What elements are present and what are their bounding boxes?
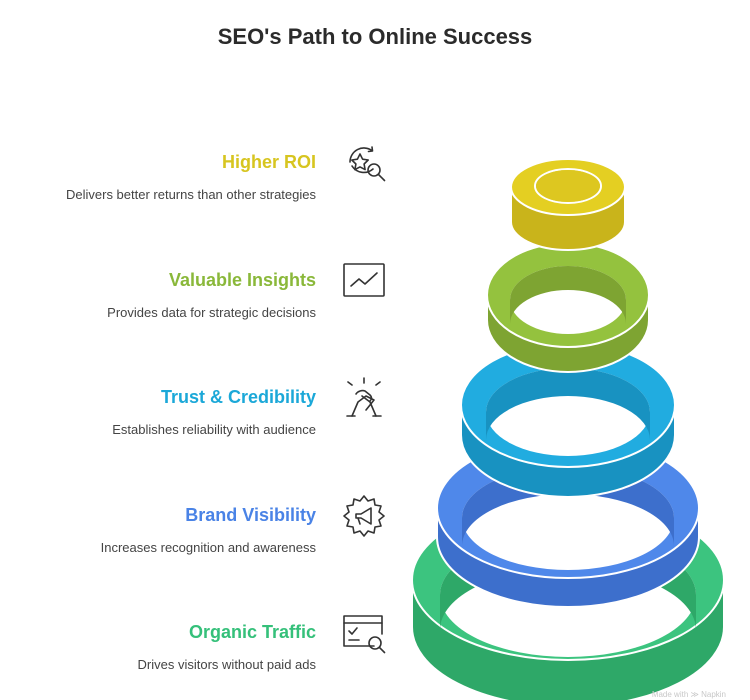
handshake-icon (340, 374, 388, 422)
megaphone-icon (340, 492, 388, 540)
item-description: Drives visitors without paid ads (137, 657, 316, 672)
browser-search-icon (340, 610, 388, 658)
diagram-title: SEO's Path to Online Success (217, 24, 533, 49)
ring-trust-credibility (460, 342, 676, 498)
item-trust-credibility: Trust & Credibility Establishes reliabil… (6, 387, 316, 437)
item-description: Increases recognition and awareness (100, 540, 316, 555)
item-valuable-insights: Valuable Insights Provides data for stra… (6, 270, 316, 320)
item-label: Trust & Credibility (160, 387, 316, 407)
ring-higher-roi (510, 158, 626, 251)
item-label: Higher ROI (221, 152, 316, 172)
ring-valuable-insights (486, 242, 650, 373)
item-higher-roi: Higher ROI Delivers better returns than … (6, 152, 316, 202)
item-organic-traffic: Organic Traffic Drives visitors without … (6, 622, 316, 672)
item-brand-visibility: Brand Visibility Increases recognition a… (6, 505, 316, 555)
item-description: Establishes reliability with audience (112, 422, 316, 437)
star-magnifier-icon (340, 138, 388, 186)
item-label: Organic Traffic (188, 622, 316, 642)
item-label: Brand Visibility (185, 505, 316, 525)
credit-watermark: Made with ≫ Napkin (651, 690, 726, 699)
line-chart-icon (340, 256, 388, 304)
item-label: Valuable Insights (168, 270, 316, 290)
item-description: Delivers better returns than other strat… (65, 187, 316, 202)
item-description: Provides data for strategic decisions (107, 305, 316, 320)
ring-tower (411, 158, 725, 700)
